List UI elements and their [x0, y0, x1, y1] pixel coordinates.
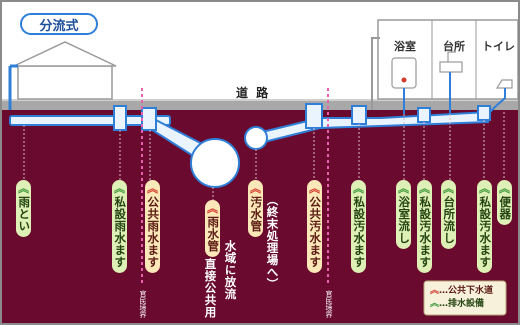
storm-main-note-2: 直接公共用 [203, 258, 218, 318]
item-label: 浴室流し [397, 196, 412, 244]
drainage-marker-icon: ︽ [353, 182, 364, 195]
room-label-toilet: トイレ [482, 40, 515, 53]
drainage-marker-icon: ︽ [114, 182, 125, 195]
storm-main-note-1: 水域に放流 [223, 240, 238, 300]
item-label: 私設汚水ます [352, 196, 367, 268]
sewage-main-note: （終末処理場へ） [265, 194, 280, 290]
item-private-storm-box: ︽ 私設雨水ます [112, 180, 127, 273]
private-storm-box [113, 105, 127, 131]
item-toilet: ︽ 便器 [497, 180, 512, 225]
item-downspout: ︽ 雨とい [16, 180, 31, 237]
drainage-marker-icon: ︽ [443, 182, 454, 195]
legend-label-drainage: …排水設備 [439, 299, 485, 309]
item-bath-drain: ︽ 浴室流し [396, 180, 411, 249]
legend-item-drainage: ︽…排水設備 [430, 298, 493, 311]
drainage-marker-icon: ︽ [419, 182, 430, 195]
public-marker-icon: ︽ [207, 202, 218, 215]
item-label: 便器 [498, 196, 513, 220]
room-label-kitchen: 台所 [443, 40, 465, 53]
public-marker-icon: ︽ [309, 182, 320, 195]
public-storm-box [141, 107, 157, 131]
right-building [371, 19, 519, 110]
item-public-storm-box: ︽ 公共雨水ます [145, 180, 160, 273]
leader-lines [23, 112, 505, 200]
boundary-label-left: 官民境界 [139, 290, 147, 318]
drainage-marker-icon: ︽ [479, 182, 490, 195]
private-sewage-box-1 [351, 105, 367, 125]
item-kitchen-drain: ︽ 台所流し [441, 180, 456, 249]
storm-main-pipe [190, 138, 240, 188]
legend-label-public: …公共下水道 [439, 286, 494, 296]
item-label: 公共雨水ます [146, 196, 161, 268]
item-label: 私設雨水ます [113, 196, 128, 268]
sewage-main-pipe [244, 126, 268, 150]
item-label: 汚水管 [249, 196, 264, 232]
item-sewage-main: ︽ 汚水管 [248, 180, 263, 237]
item-label: 私設汚水ます [478, 196, 493, 268]
private-sewage-box-3 [477, 105, 491, 121]
item-label: 台所流し [442, 196, 457, 244]
item-label: 公共汚水ます [308, 196, 323, 268]
road-surface [2, 99, 518, 110]
title-badge: 分流式 [20, 13, 98, 35]
legend-item-public: ︽…公共下水道 [430, 285, 493, 298]
public-marker-icon: ︽ [430, 286, 440, 296]
public-marker-icon: ︽ [250, 182, 261, 195]
item-private-sewage-box-3: ︽ 私設汚水ます [477, 180, 492, 273]
item-storm-main: ︽ 雨水管 [205, 200, 220, 257]
inspection-boxes [113, 103, 491, 131]
room-label-bath: 浴室 [394, 40, 416, 53]
drainage-marker-icon: ︽ [499, 182, 510, 195]
road-edge [2, 99, 518, 101]
drainage-marker-icon: ︽ [430, 299, 440, 309]
item-private-sewage-box-2: ︽ 私設汚水ます [417, 180, 432, 273]
page-title: 分流式 [39, 18, 79, 34]
private-sewage-box-2 [417, 107, 431, 123]
road-label: 道 路 [236, 86, 271, 100]
left-house [8, 41, 117, 110]
item-label: 私設汚水ます [418, 196, 433, 268]
item-label: 雨とい [17, 196, 32, 232]
drainage-marker-icon: ︽ [18, 182, 29, 195]
storm-lateral-pipe [9, 115, 171, 126]
public-sewage-box [305, 103, 323, 129]
item-label: 雨水管 [206, 216, 221, 252]
legend-box [423, 280, 507, 316]
item-public-sewage-box: ︽ 公共汚水ます [307, 180, 322, 273]
legend: ︽…公共下水道 ︽…排水設備 [430, 285, 493, 311]
boundary-label-right: 官民境界 [325, 290, 333, 318]
public-marker-icon: ︽ [147, 182, 158, 195]
item-private-sewage-box-1: ︽ 私設汚水ます [351, 180, 366, 273]
drainage-marker-icon: ︽ [398, 182, 409, 195]
